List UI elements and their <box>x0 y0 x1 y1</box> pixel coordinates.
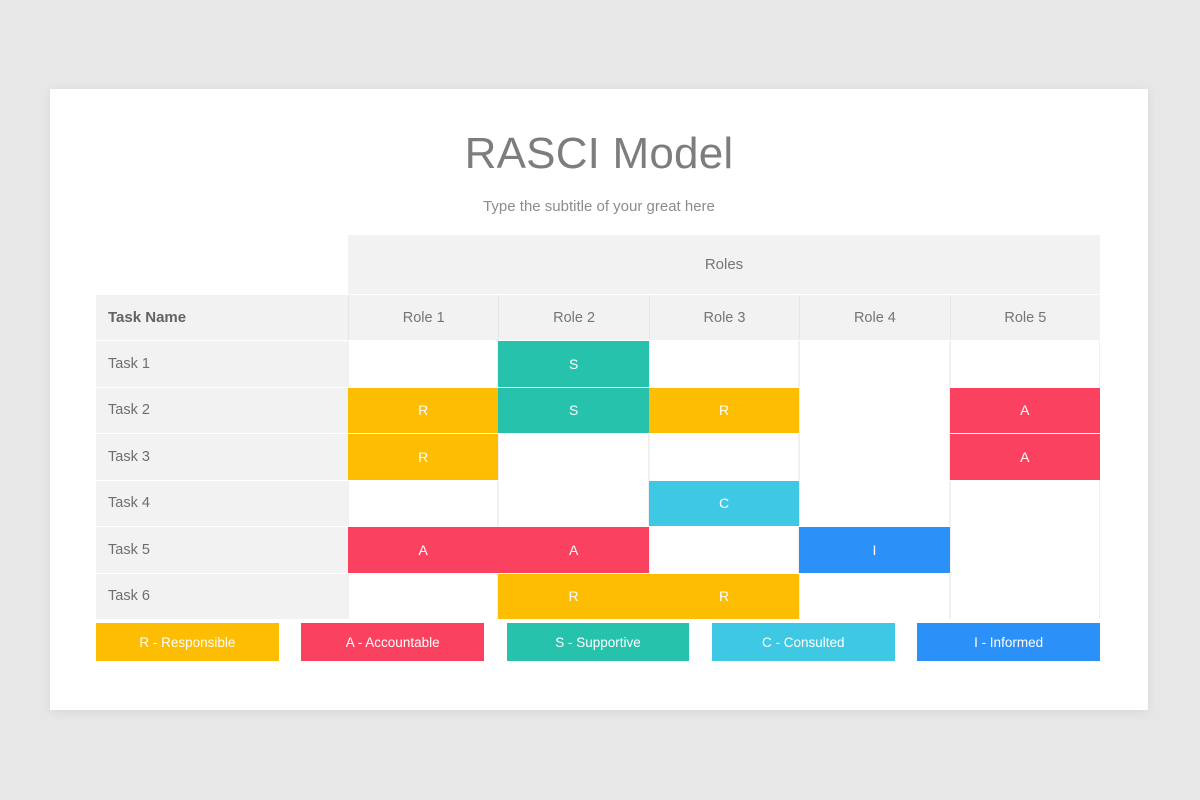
assignment-cell-r5-c1[interactable]: A <box>348 527 499 573</box>
page-subtitle: Type the subtitle of your great here <box>483 198 715 215</box>
table-row: Task 1 S <box>96 340 1101 387</box>
column-header-row: Task Name Role 1 Role 2 Role 3 Role 4 Ro… <box>96 294 1100 340</box>
assignment-cell-r4-c5[interactable] <box>949 480 1101 526</box>
assignment-cell-r1-c4[interactable] <box>799 341 950 387</box>
rasci-matrix: Roles Task Name Role 1 Role 2 Role 3 Rol… <box>96 235 1101 620</box>
slide-card: RASCI Model Type the subtitle of your gr… <box>50 89 1148 710</box>
table-row: Task 4 C <box>96 479 1101 526</box>
assignment-cell-r6-c3[interactable]: R <box>648 573 800 619</box>
task-name-cell: Task 5 <box>96 527 348 573</box>
assignment-cell-r1-c5[interactable] <box>949 341 1101 387</box>
task-name-cell: Task 2 <box>96 387 348 433</box>
legend: R - Responsible A - Accountable S - Suppor… <box>96 623 1100 661</box>
assignment-cell-r2-c4[interactable] <box>799 387 950 433</box>
column-header-role-5: Role 5 <box>949 295 1100 340</box>
group-header-roles: Roles <box>348 235 1100 294</box>
column-header-role-3: Role 3 <box>648 295 799 340</box>
assignment-cell-r1-c1[interactable] <box>348 341 499 387</box>
assignment-cell-r5-c3[interactable] <box>648 527 800 573</box>
assignment-cell-r3-c5[interactable]: A <box>949 434 1101 480</box>
task-name-cell: Task 1 <box>96 341 348 387</box>
assignment-cell-r5-c4[interactable]: I <box>799 527 950 573</box>
assignment-cell-r4-c3[interactable]: C <box>648 480 800 526</box>
legend-item-a[interactable]: A - Accountable <box>301 623 485 661</box>
assignment-cell-r4-c1[interactable] <box>348 480 499 526</box>
task-name-cell: Task 6 <box>96 573 348 619</box>
assignment-cell-r6-c2[interactable]: R <box>498 573 649 619</box>
assignment-cell-r2-c2[interactable]: S <box>498 387 649 433</box>
group-header-spacer <box>96 235 348 294</box>
legend-item-r[interactable]: R - Responsible <box>96 623 279 661</box>
assignment-cell-r2-c3[interactable]: R <box>648 387 800 433</box>
legend-item-s[interactable]: S - Supportive <box>506 623 690 661</box>
assignment-cell-r1-c3[interactable] <box>648 341 800 387</box>
assignment-cell-r3-c4[interactable] <box>799 434 950 480</box>
matrix-bottom-rule <box>96 619 1100 620</box>
column-header-role-4: Role 4 <box>799 295 949 340</box>
assignment-cell-r3-c1[interactable]: R <box>348 434 499 480</box>
group-header-row: Roles <box>96 235 1100 294</box>
task-name-cell: Task 3 <box>96 434 348 480</box>
legend-item-c[interactable]: C - Consulted <box>711 623 895 661</box>
assignment-cell-r4-c4[interactable] <box>799 480 950 526</box>
legend-item-i[interactable]: I - Informed <box>917 623 1100 661</box>
page-title: RASCI Model <box>464 129 734 178</box>
assignment-cell-r6-c5[interactable] <box>949 573 1101 619</box>
column-header-role-2: Role 2 <box>498 295 648 340</box>
assignment-cell-r3-c2[interactable] <box>498 434 649 480</box>
task-name-cell: Task 4 <box>96 480 348 526</box>
assignment-cell-r6-c4[interactable] <box>799 573 950 619</box>
assignment-cell-r5-c2[interactable]: A <box>498 527 649 573</box>
assignment-cell-r5-c5[interactable] <box>949 527 1101 573</box>
assignment-cell-r1-c2[interactable]: S <box>498 341 649 387</box>
column-header-role-1: Role 1 <box>348 295 498 340</box>
column-header-task-name: Task Name <box>108 309 187 326</box>
assignment-cell-r6-c1[interactable] <box>348 573 499 619</box>
assignment-cell-r2-c5[interactable]: A <box>949 387 1101 433</box>
assignment-cell-r3-c3[interactable] <box>648 434 800 480</box>
assignment-cell-r4-c2[interactable] <box>498 480 649 526</box>
assignment-cell-r2-c1[interactable]: R <box>348 387 499 433</box>
